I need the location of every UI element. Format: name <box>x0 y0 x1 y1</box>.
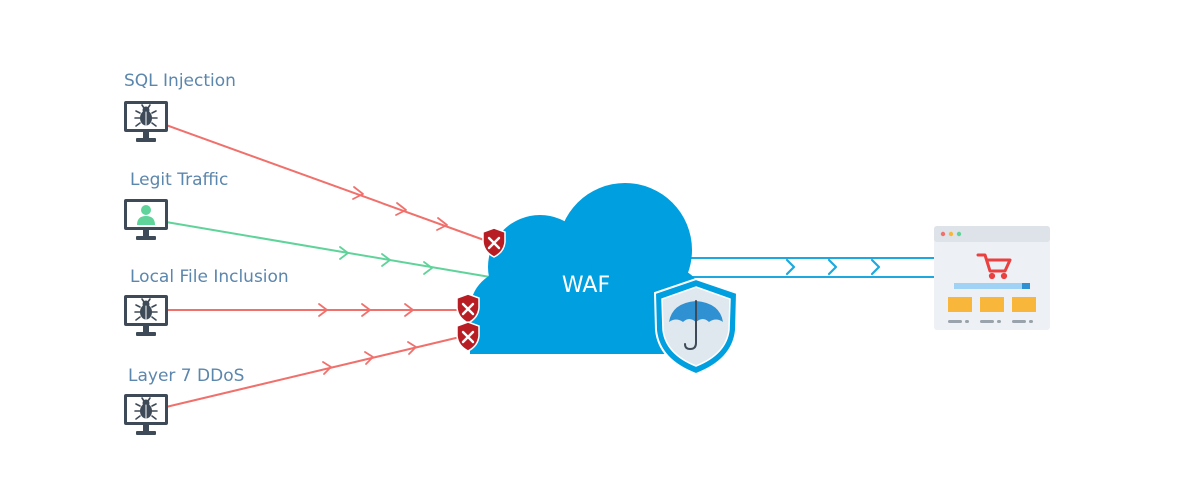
source-label-layer7-ddos: Layer 7 DDoS <box>128 366 245 386</box>
blocked-shield-sql-injection <box>482 227 506 258</box>
sql-arrow-3 <box>436 217 448 231</box>
legit-arrow-3 <box>423 261 433 275</box>
legit-arrow-1 <box>339 246 349 260</box>
legit-traffic-line <box>165 221 491 278</box>
lfi-arrow-3 <box>404 303 414 317</box>
source-label-legit-traffic: Legit Traffic <box>130 170 229 190</box>
bug-icon <box>134 104 158 127</box>
waf-label: WAF <box>562 273 610 298</box>
sql-arrow-2 <box>395 202 407 216</box>
traffic-lines <box>165 124 936 408</box>
traffic-arrows <box>318 186 881 375</box>
shopping-cart-icon <box>976 253 1012 280</box>
bug-icon <box>134 298 158 321</box>
monitor-sql-injection <box>124 101 168 142</box>
ddos-arrow-1 <box>322 361 332 375</box>
legit-arrow-2 <box>381 253 391 267</box>
waf-cloud: WAF <box>470 183 702 354</box>
out-arrow-1 <box>785 258 796 276</box>
ddos-arrow-3 <box>407 341 417 355</box>
ddos-line <box>165 336 461 408</box>
blocked-shield-lfi <box>456 293 480 324</box>
bug-icon <box>134 397 158 420</box>
out-arrow-3 <box>870 258 881 276</box>
umbrella-shield-icon <box>653 277 739 376</box>
destination-web-app <box>934 226 1050 330</box>
user-icon <box>137 205 155 225</box>
out-arrow-2 <box>827 258 838 276</box>
ddos-arrow-2 <box>364 351 374 365</box>
source-label-local-file-inclusion: Local File Inclusion <box>130 267 289 287</box>
sql-injection-line <box>165 124 485 241</box>
source-label-sql-injection: SQL Injection <box>124 71 236 91</box>
blocked-shield-ddos <box>456 321 480 352</box>
monitor-local-file-inclusion <box>124 295 168 336</box>
lfi-arrow-2 <box>361 303 371 317</box>
lfi-arrow-1 <box>318 303 328 317</box>
monitor-legit-traffic <box>124 199 168 240</box>
sql-arrow-1 <box>352 186 364 200</box>
monitor-layer7-ddos <box>124 394 168 435</box>
